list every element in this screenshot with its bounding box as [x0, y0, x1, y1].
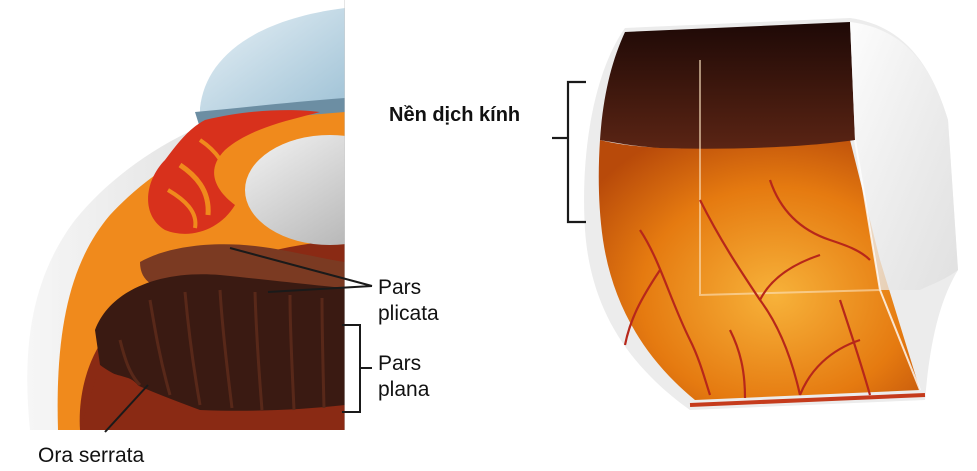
left-eye-section-illustration — [27, 0, 415, 430]
vitreous-base-label: Nền dịch kính — [389, 104, 520, 126]
vitreous-base-band — [600, 22, 855, 149]
pars-plicata-label-line1: Pars — [378, 276, 421, 299]
vitreous-base-bracket — [552, 82, 586, 222]
lens-shape — [245, 135, 415, 245]
ora-serrata-label: Ora serrata — [38, 444, 145, 467]
pars-plana-label-line2: plana — [378, 378, 430, 401]
pars-plicata-label-line2: plicata — [378, 302, 439, 325]
pars-plana-label-line1: Pars — [378, 352, 421, 375]
cornea-shape — [200, 8, 345, 112]
right-vitreous-base-illustration — [584, 18, 958, 410]
